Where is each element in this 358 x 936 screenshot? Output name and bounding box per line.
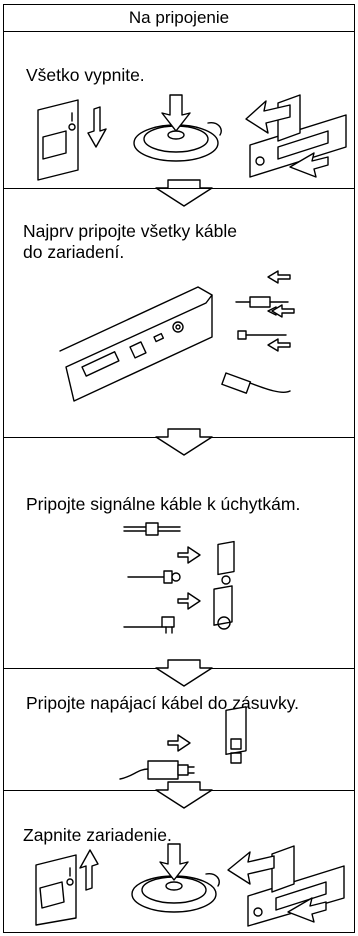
divider-1 [4, 188, 354, 189]
step-1-text: Všetko vypnite. [26, 65, 145, 85]
page-title: Na pripojenie [4, 5, 354, 32]
step-5-text: Zapnite zariadenie. [23, 825, 172, 845]
power-switch-on-icon [35, 843, 345, 927]
down-arrow-icon [155, 659, 213, 687]
down-arrow-icon [155, 428, 213, 456]
signal-cable-connectors-illustration [123, 522, 235, 634]
step-4-text: Pripojte napájací kábel do zásuvky. [26, 693, 300, 713]
down-arrow-icon [155, 781, 213, 809]
step-3-text: Pripojte signálne káble k úchytkám. [26, 494, 301, 514]
step-2-text-line-2: do zariadení. [23, 242, 125, 262]
power-switch-off-icon [37, 94, 347, 181]
laptop-ports-illustration [59, 270, 295, 402]
step-2-text-line-1: Najprv pripojte všetky káble [23, 221, 237, 241]
power-cable-outlet-illustration [119, 706, 247, 780]
down-arrow-icon [155, 179, 213, 207]
connection-instructions-panel: Na pripojenie Všetko vypnite. Najprv pri… [3, 4, 355, 933]
